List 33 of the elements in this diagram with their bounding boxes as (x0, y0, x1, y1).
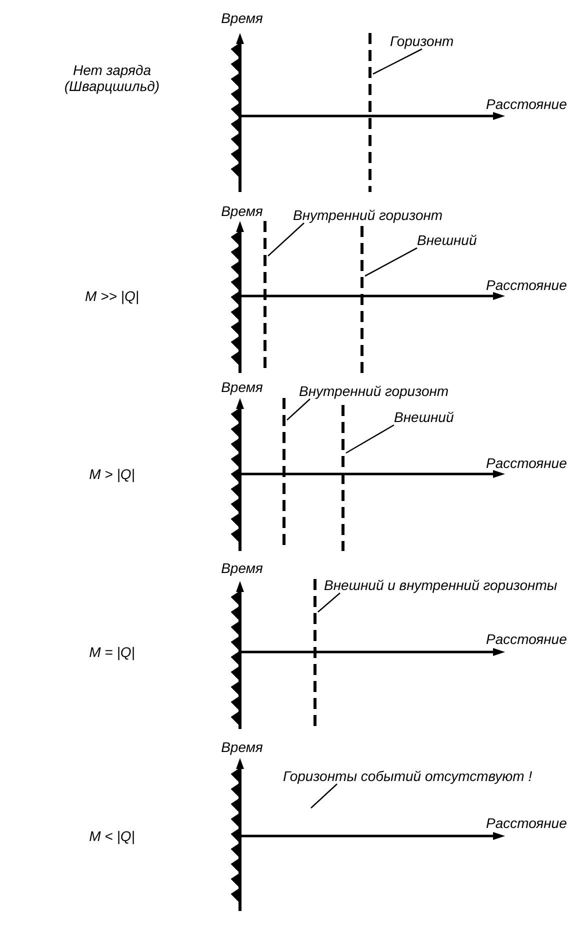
leader-line (286, 398, 310, 420)
dashed-line (340, 405, 346, 551)
callout-text: Горизонт (390, 33, 454, 49)
condition-label: M >> |Q| (85, 288, 139, 304)
condition-label: M > |Q| (89, 466, 135, 482)
callout-text: Горизонты событий отсутствуют ! (283, 768, 532, 784)
axis-label: Расстояние (486, 277, 567, 293)
condition-label: M = |Q| (89, 644, 135, 660)
condition-label: Нет заряда (Шварцшильд) (63, 62, 161, 94)
callout-text: Внешний и внутренний горизонты (324, 577, 558, 593)
leader-line (268, 222, 304, 256)
leader-line (318, 592, 340, 612)
callout-text: Внешний (417, 232, 477, 248)
dashed-line (367, 33, 373, 192)
axis-label: Время (221, 739, 263, 755)
leader-line (372, 48, 422, 75)
axis-label: Время (221, 10, 263, 26)
callout-text: Внешний (394, 409, 454, 425)
callout-text: Внутренний горизонт (293, 207, 443, 223)
axis-label: Время (221, 379, 263, 395)
leader-line (364, 247, 418, 277)
leader-line (310, 784, 338, 808)
callout-text: Внутренний горизонт (299, 383, 449, 399)
axis-label: Расстояние (486, 815, 567, 831)
axis-label: Время (221, 203, 263, 219)
leader-line (346, 424, 394, 454)
dashed-line (312, 579, 318, 729)
dashed-line (359, 226, 365, 373)
axis-label: Расстояние (486, 455, 567, 471)
axis-label: Время (221, 560, 263, 576)
axis-label: Расстояние (486, 96, 567, 112)
condition-label: M < |Q| (89, 828, 135, 844)
axis-label: Расстояние (486, 631, 567, 647)
